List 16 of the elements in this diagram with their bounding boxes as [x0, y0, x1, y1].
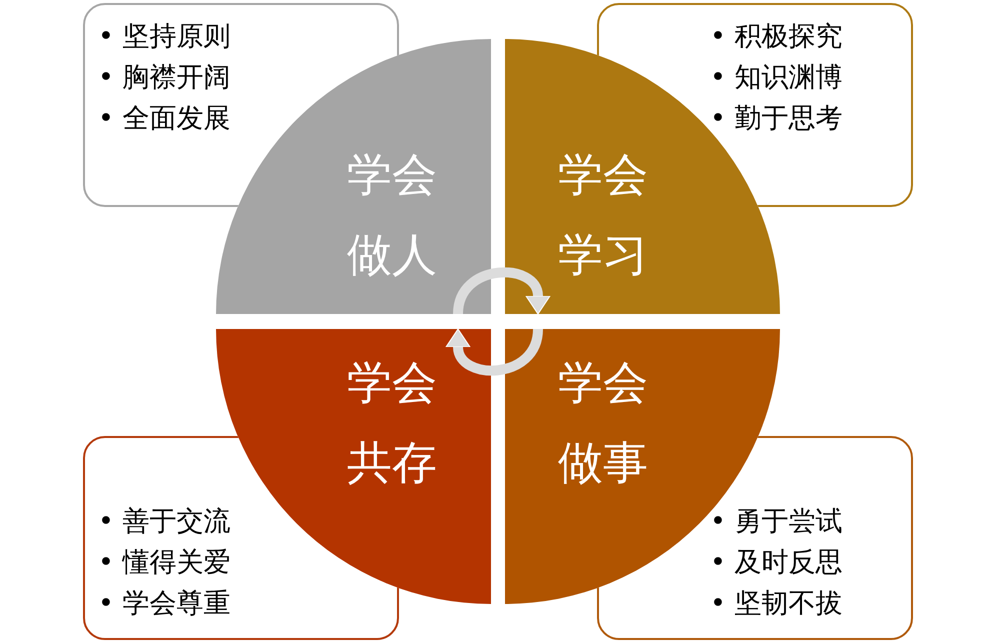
quadrant-label: 学会学习	[557, 147, 649, 283]
bullet-item: • 及时反思	[710, 546, 843, 580]
bullet-item: • 懂得关爱	[98, 546, 231, 580]
bullet-item: • 学会尊重	[98, 587, 231, 621]
quadrant-label: 学会做事	[557, 355, 649, 491]
bullet-item: • 勤于思考	[710, 102, 843, 136]
bullet-item: • 知识渊博	[710, 61, 843, 95]
quadrant-label: 学会共存	[346, 355, 438, 491]
bullet-item: • 积极探究	[710, 20, 843, 54]
bullet-item: • 坚持原则	[98, 20, 231, 54]
bullet-item: • 坚韧不拔	[710, 587, 843, 621]
bullet-item: • 全面发展	[98, 102, 231, 136]
quadrant-label: 学会做人	[346, 147, 438, 283]
bullet-item: • 胸襟开阔	[98, 61, 231, 95]
bullet-item: • 善于交流	[98, 505, 231, 539]
bullet-item: • 勇于尝试	[710, 505, 843, 539]
